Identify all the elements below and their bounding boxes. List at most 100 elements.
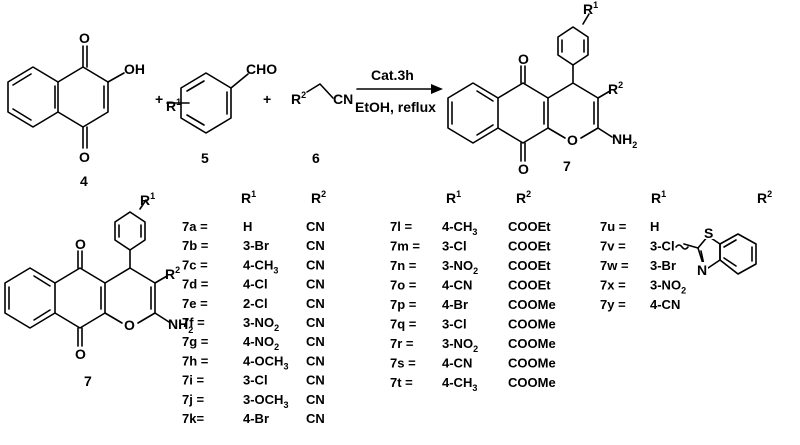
conditions-catalyst: Cat.3h [371,67,414,83]
r1-value: 3-NO2 [442,258,478,276]
compound-id: 7t = [390,375,413,390]
reactant-4-benzene-ring [7,66,59,128]
col2-header-r1: R1 [446,189,461,206]
col3-header-r1: R1 [651,189,666,206]
r2-value: CN [306,257,325,272]
conditions-solvent: EtOH, reflux [355,99,436,115]
r1-value: 4-Br [243,411,269,426]
reactant-4-quinone-ring [57,66,109,128]
product-top-ring-o: O [567,132,578,148]
product-top-pyran-ring-1 [547,82,599,139]
compound-id: 7d = [182,277,209,292]
r1-value: 4-Cl [243,277,268,292]
compound-id: 7m = [390,239,420,254]
reaction-arrow: Cat.3h EtOH, reflux [355,67,443,115]
r2-value: COOEt [508,239,551,254]
compound-id: 7f = [182,315,205,330]
plus-sign-1: + [155,91,163,107]
product-bottom-r2-label: R2 [165,265,180,282]
product-bottom-aryl-ring [114,211,146,251]
product-bottom-number: 7 [84,373,92,389]
product-top-inner-2 [476,90,494,102]
r1-value: 2-Cl [243,296,268,311]
product-bottom-nh2-label: NH2 [168,316,193,335]
compound-id: 7u = [600,219,627,234]
benzothiazole-benzo-ring [719,233,757,275]
benzothiazole-inner-2 [723,239,737,248]
product-top-quinone-ring [497,82,549,144]
r2-value: COOMe [508,336,556,351]
reactant-4-inner-bond-2 [12,73,32,86]
r1-value: 3-Cl [442,317,467,332]
product-bottom-r1-label: R1 [140,191,155,208]
product-top-inner-3 [476,124,494,136]
product-top-r1-label: R1 [583,0,598,17]
product-top-o-upper: O [518,51,529,67]
product-bottom-inner-2 [33,275,51,287]
col1-header-r1: R1 [241,189,256,206]
reactant-5-number: 5 [201,150,209,166]
r2-value: CN [306,219,325,234]
r2-value: COOEt [508,278,551,293]
compound-id: 7g = [182,334,209,349]
product-top-nh2-label: NH2 [612,131,637,150]
product-bottom-o-lower: O [75,346,86,362]
reactant-4-o-top: O [79,30,90,46]
compound-id: 7k= [182,411,204,426]
product-top-o-lower: O [518,161,529,177]
r2-value: CN [306,334,325,349]
reactant-5-inner-bond-3 [186,80,205,92]
benzothiazole-attach-bond [683,243,699,249]
r1-value: H [650,219,659,234]
compound-id: 7q = [390,317,417,332]
benzothiazole-s-atom: S [704,225,713,241]
reactant-6-r2-label: R2 [291,90,306,107]
product-bottom-pyran-ring-1 [104,267,156,324]
col2-header-r2: R2 [516,189,531,206]
plus-sign-2: + [263,91,271,107]
compound-id: 7w = [600,258,629,273]
compound-id: 7b = [182,238,209,253]
product-bottom-o-upper: O [75,236,86,252]
r1-value: 4-CH3 [243,257,278,275]
r1-value: 4-CN [650,297,680,312]
r2-value: COOMe [508,297,556,312]
reactant-4-o-bottom: O [79,149,90,165]
product-bottom-ring-o: O [124,317,135,333]
product-7-top-structure: O O O NH2 R2 R1 7 [447,0,637,177]
compound-id: 7h = [182,353,209,368]
r2-value: CN [306,238,325,253]
product-top-r2-label: R2 [608,80,623,97]
reactant-4-structure: O O OH 4 [7,30,145,189]
product-top-benzene-ring [447,82,499,144]
reactant-4-inner-bond-3 [12,108,32,121]
col1-header-r2: R2 [311,189,326,206]
r1-value: 4-Br [442,297,468,312]
r2-value: CN [306,411,325,426]
compound-id: 7y = [600,297,626,312]
product-bottom-r1-bond [139,199,147,210]
reactant-5-cho-label: CHO [246,61,277,77]
compound-id: 7s = [390,356,416,371]
r1-value: 4-OCH3 [243,353,288,371]
r1-value: 4-CH3 [442,375,477,393]
compound-id: 7n = [390,258,417,273]
product-bottom-benzene-ring [4,267,56,329]
product-7-bottom-structure: O O O NH2 R2 R1 7 [4,191,193,389]
compound-id: 7a = [182,219,208,234]
product-top-pyran-ring-2 [547,127,566,139]
reactant-4-number: 4 [80,173,88,189]
n-label-bg [696,262,708,276]
benzothiazole-inner-3 [723,257,737,267]
compound-id: 7x = [600,278,626,293]
r2-value: COOEt [508,219,551,234]
reactant-4-oh-label: OH [124,61,145,77]
s-label-bg [703,225,715,239]
reactant-6-number: 6 [312,150,320,166]
r2-value: COOMe [508,317,556,332]
r1-value: 4-CN [442,356,472,371]
r2-value: COOMe [508,356,556,371]
attachment-wavy-line [675,244,689,250]
r1-value: 3-NO2 [442,336,478,354]
